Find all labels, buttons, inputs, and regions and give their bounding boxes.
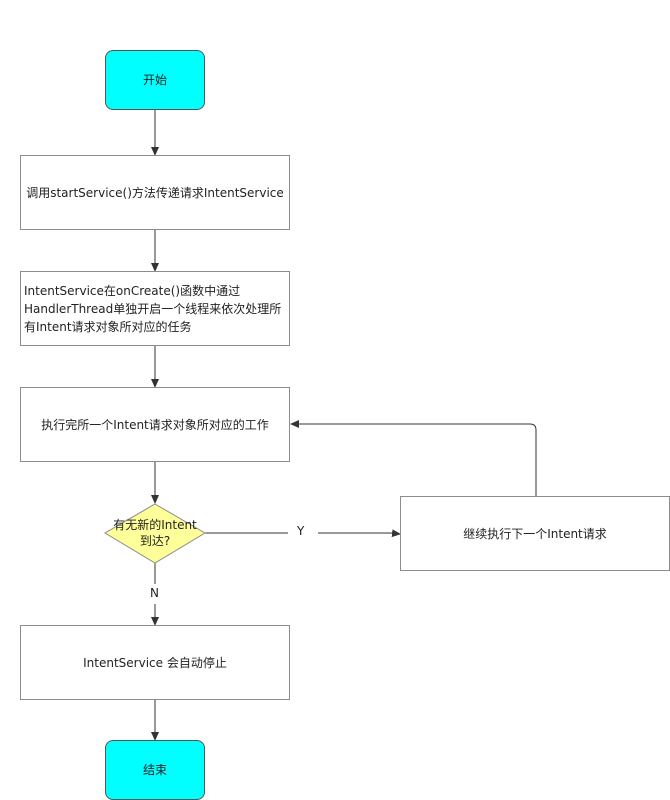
step-finish-intent-work: 执行完所一个Intent请求对象所对应的工作	[20, 387, 290, 462]
step-oncreate-handler-thread-label: IntentService在onCreate()函数中通过HandlerThre…	[24, 283, 282, 334]
step-next-intent-label: 继续执行下一个Intent请求	[463, 526, 607, 541]
decision-text-line2: 到达?	[139, 534, 171, 548]
end-label: 结束	[142, 763, 167, 777]
step-call-start-service-label: 调用startService()方法传递请求IntentService	[26, 185, 284, 200]
decision-text: 有无新的Intent 到达?	[95, 517, 215, 549]
start-label: 开始	[142, 73, 167, 87]
step-auto-stop: IntentService 会自动停止	[20, 625, 290, 700]
edge-next-step3	[290, 420, 537, 496]
step-oncreate-handler-thread: IntentService在onCreate()函数中通过HandlerThre…	[20, 271, 290, 346]
yes-label: Y	[293, 524, 309, 538]
decision-diamond	[104, 503, 206, 564]
start-node: 开始	[105, 50, 205, 110]
step-next-intent: 继续执行下一个Intent请求	[400, 496, 670, 571]
decision-text-line1: 有无新的Intent	[113, 518, 197, 532]
step-call-start-service: 调用startService()方法传递请求IntentService	[20, 155, 290, 230]
no-label: N	[146, 586, 163, 600]
end-node: 结束	[105, 740, 205, 800]
edge-decision-next-tail	[318, 529, 401, 538]
step-auto-stop-label: IntentService 会自动停止	[83, 655, 227, 670]
step-finish-intent-work-label: 执行完所一个Intent请求对象所对应的工作	[41, 417, 269, 432]
